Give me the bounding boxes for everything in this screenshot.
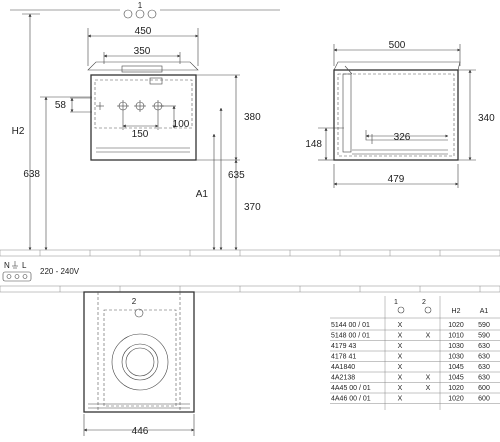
table-header-a1: A1 xyxy=(480,308,489,315)
table-cell-code: 4A45 00 / 01 xyxy=(331,385,371,392)
table-cell-h2: 1020 xyxy=(448,385,464,392)
connection-points xyxy=(96,100,164,112)
table-header-1: 1 xyxy=(394,299,398,306)
basin-bowl xyxy=(121,65,163,73)
table-row: 4A46 00 / 01 X 1020 600 xyxy=(330,396,500,404)
dim-450: 450 xyxy=(135,26,152,37)
table-cell-2: X xyxy=(426,375,431,382)
table-cell-2: X xyxy=(426,333,431,340)
label-a1: A1 xyxy=(196,189,209,200)
table-cell-h2: 1030 xyxy=(448,343,464,350)
side-basin-top xyxy=(333,61,461,71)
table-cell-1: X xyxy=(398,343,403,350)
table-cell-h2: 1020 xyxy=(448,322,464,329)
dim-500: 500 xyxy=(389,40,406,51)
side-view: 500 340 148 326 479 xyxy=(305,40,495,188)
table-cell-code: 5144 00 / 01 xyxy=(331,322,370,329)
table-row: 4179 43 X 1030 630 xyxy=(330,343,500,352)
label-h2: H2 xyxy=(12,126,25,137)
dim-148: 148 xyxy=(305,139,322,150)
dim-350: 350 xyxy=(134,46,151,57)
basin-drain-inner xyxy=(121,343,159,381)
table-header-2: 2 xyxy=(422,299,426,306)
callout-1-label: 1 xyxy=(138,1,143,10)
basin-drain-outer xyxy=(111,333,169,391)
table-header-h2: H2 xyxy=(452,308,461,315)
table-cell-h2: 1045 xyxy=(448,364,464,371)
top-view: 2 446 xyxy=(83,291,195,437)
table-cell-code: 4A2138 xyxy=(331,375,355,382)
dim-150: 150 xyxy=(132,129,149,140)
table-cell-a1: 630 xyxy=(478,343,490,350)
connection-crosshair-2 xyxy=(134,100,146,112)
table-cell-code: 5148 00 / 01 xyxy=(331,333,370,340)
table-row: 5148 00 / 01 X X 1010 590 xyxy=(330,333,500,341)
side-cabinet-body xyxy=(333,69,459,161)
dim-100: 100 xyxy=(173,119,190,130)
table-cell-2: X xyxy=(426,385,431,392)
dim-380: 380 xyxy=(244,112,261,123)
front-view: 450 350 58 150 100 380 H2 638 A1 xyxy=(12,13,261,251)
table-cell-h2: 1030 xyxy=(448,354,464,361)
basin-top xyxy=(87,61,199,71)
dim-58: 58 xyxy=(55,100,67,111)
siphon-line xyxy=(365,130,448,141)
dim-479: 479 xyxy=(388,174,405,185)
top-socket xyxy=(149,77,163,85)
table-cell-h2: 1010 xyxy=(448,333,464,340)
table-cell-h2: 1045 xyxy=(448,375,464,382)
table-cell-code: 4178 41 xyxy=(331,354,356,361)
table-row: 4178 41 X 1030 630 xyxy=(330,354,500,362)
table-cell-a1: 630 xyxy=(478,354,490,361)
power-label-n: N xyxy=(4,261,10,270)
table-row: 4A2138 X X 1045 630 xyxy=(330,375,500,383)
table-cell-a1: 630 xyxy=(478,375,490,382)
table-cell-1: X xyxy=(398,375,403,382)
table-cell-code: 4179 43 xyxy=(331,343,356,350)
table-cell-1: X xyxy=(398,322,403,329)
dim-635: 635 xyxy=(228,170,245,181)
cabinet-body xyxy=(90,74,197,161)
top-cabinet-outline xyxy=(83,291,195,413)
table-row: 4A1840 X 1045 630 xyxy=(330,364,500,373)
callout-1-top: 1 xyxy=(123,1,157,19)
table-cell-1: X xyxy=(398,354,403,361)
callout-2-label: 2 xyxy=(132,297,137,306)
dim-370: 370 xyxy=(244,202,261,213)
table-cell-h2: 1020 xyxy=(448,396,464,403)
dim-326: 326 xyxy=(394,132,411,143)
table-cell-a1: 600 xyxy=(478,385,490,392)
table-row: 4A45 00 / 01 X X 1020 600 xyxy=(330,385,500,394)
table-header-1-marker xyxy=(397,306,405,314)
power-label-l: L xyxy=(22,261,27,270)
connection-crosshair-1 xyxy=(117,100,129,112)
table-cell-code: 4A46 00 / 01 xyxy=(331,396,371,403)
table-header-2-marker xyxy=(424,306,432,314)
table-cell-1: X xyxy=(398,333,403,340)
table-cell-1: X xyxy=(398,364,403,371)
table-cell-a1: 630 xyxy=(478,364,490,371)
callout-2-marker xyxy=(134,308,144,318)
table-row: 5144 00 / 01 X 1020 590 xyxy=(330,322,500,331)
table-cell-a1: 590 xyxy=(478,322,490,329)
floor-line xyxy=(0,249,500,293)
dim-340: 340 xyxy=(478,113,495,124)
table-cell-1: X xyxy=(398,385,403,392)
table-cell-1: X xyxy=(398,396,403,403)
connection-crosshair-left xyxy=(96,102,104,110)
table-cell-a1: 600 xyxy=(478,396,490,403)
table-cell-code: 4A1840 xyxy=(331,364,355,371)
dim-446: 446 xyxy=(132,426,149,437)
power-voltage: 220 - 240V xyxy=(40,267,80,276)
dim-638: 638 xyxy=(23,169,40,180)
drawer-outline xyxy=(94,79,193,129)
power-socket: N L 220 - 240V xyxy=(2,261,80,282)
table-cell-a1: 590 xyxy=(478,333,490,340)
